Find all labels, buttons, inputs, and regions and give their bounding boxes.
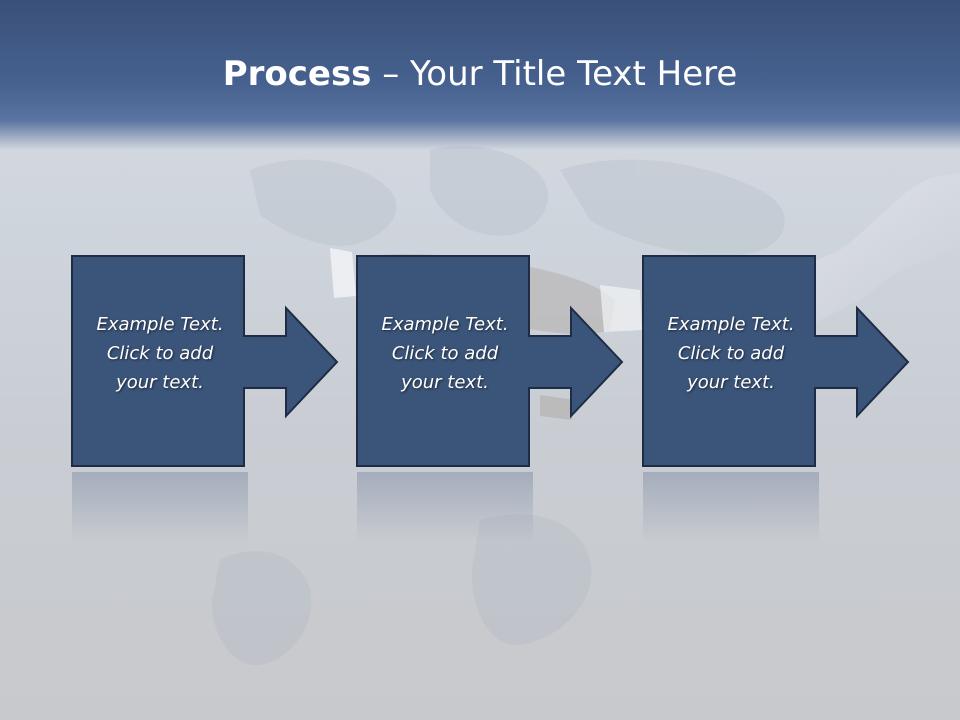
step-text-line: your text. bbox=[116, 372, 204, 393]
arrow-box-shape bbox=[642, 255, 910, 467]
slide-title[interactable]: Process – Your Title Text Here bbox=[0, 52, 960, 96]
step-text-line: Example Text. bbox=[381, 314, 509, 335]
process-step-2[interactable]: Example Text. Click to add your text. bbox=[356, 255, 624, 468]
step-reflection bbox=[72, 472, 248, 542]
step-text-line: Click to add bbox=[391, 343, 499, 364]
step-text[interactable]: Example Text. Click to add your text. bbox=[357, 310, 533, 397]
process-step-1[interactable]: Example Text. Click to add your text. bbox=[71, 255, 339, 468]
slide-title-rest: – Your Title Text Here bbox=[371, 54, 738, 94]
step-text[interactable]: Example Text. Click to add your text. bbox=[72, 310, 248, 397]
step-reflection bbox=[643, 472, 819, 542]
process-step-3[interactable]: Example Text. Click to add your text. bbox=[642, 255, 910, 468]
slide-title-strong: Process bbox=[222, 54, 372, 94]
step-text-line: your text. bbox=[401, 372, 489, 393]
step-text-line: Click to add bbox=[677, 343, 785, 364]
step-reflection bbox=[357, 472, 533, 542]
title-banner bbox=[0, 0, 960, 150]
arrow-box-shape bbox=[71, 255, 339, 467]
step-text-line: Example Text. bbox=[96, 314, 224, 335]
step-text-line: Example Text. bbox=[667, 314, 795, 335]
arrow-box-shape bbox=[356, 255, 624, 467]
step-text[interactable]: Example Text. Click to add your text. bbox=[643, 310, 819, 397]
step-text-line: your text. bbox=[687, 372, 775, 393]
step-text-line: Click to add bbox=[106, 343, 214, 364]
